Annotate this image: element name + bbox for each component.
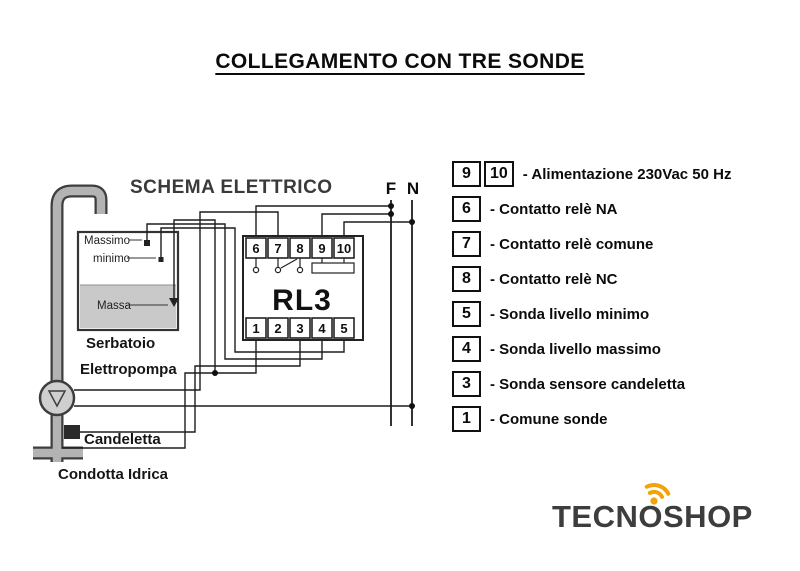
legend-row-sonda-candeletta: 3 - Sonda sensore candeletta	[452, 371, 732, 397]
pump-label: Elettropompa	[80, 361, 177, 378]
terminal-9: 9	[318, 241, 325, 256]
legend-row-alimentazione: 9 10 - Alimentazione 230Vac 50 Hz	[452, 161, 732, 187]
legend-box-10: 10	[484, 161, 514, 187]
wires	[62, 203, 415, 449]
terminal-8: 8	[296, 241, 303, 256]
legend-label-sonda-massimo: - Sonda livello massimo	[490, 340, 661, 358]
legend-label-comune-sonde: - Comune sonde	[490, 410, 608, 428]
legend-label-sonda-candeletta: - Sonda sensore candeletta	[490, 375, 686, 393]
relay-name: RL3	[272, 284, 332, 317]
terminal-4: 4	[318, 321, 326, 336]
candle-sensor	[64, 425, 80, 439]
legend-box-1: 1	[452, 406, 481, 432]
legend-row-contatto-na: 6 - Contatto relè NA	[452, 196, 732, 222]
terminal-3: 3	[296, 321, 303, 336]
legend-box-6: 6	[452, 196, 481, 222]
tank-mass-label: Massa	[97, 300, 131, 312]
terminal-legend: 9 10 - Alimentazione 230Vac 50 Hz 6 - Co…	[452, 161, 732, 441]
legend-row-sonda-massimo: 4 - Sonda livello massimo	[452, 336, 732, 362]
terminal-7: 7	[274, 241, 281, 256]
legend-box-3: 3	[452, 371, 481, 397]
signal-icon	[644, 483, 671, 505]
legend-box-9: 9	[452, 161, 481, 187]
phase-label: F	[386, 179, 396, 198]
tank: Massimo minimo Massa	[76, 230, 180, 332]
tecnoshop-logo: TECNOSHOP	[552, 483, 792, 535]
pipe-label: Condotta Idrica	[58, 466, 169, 483]
terminal-2: 2	[274, 321, 281, 336]
legend-row-contatto-nc: 8 - Contatto relè NC	[452, 266, 732, 292]
wire-mass-probe	[173, 219, 216, 373]
max-probe-tip	[144, 240, 150, 246]
legend-label-alimentazione: - Alimentazione 230Vac 50 Hz	[522, 165, 732, 183]
water-pipe	[33, 184, 108, 462]
wire-terminal5-min-probe	[160, 227, 345, 353]
wire-terminal10-neutral	[343, 221, 412, 238]
wire-terminal7-pump	[74, 211, 279, 391]
logo-text: TECNOSHOP	[552, 499, 753, 534]
legend-label-contatto-comune: - Contatto relè comune	[490, 235, 654, 253]
tank-max-label: Massimo	[84, 235, 130, 247]
legend-label-sonda-minimo: - Sonda livello minimo	[490, 305, 650, 323]
legend-label-contatto-na: - Contatto relè NA	[490, 200, 618, 218]
wire-terminal1-common	[62, 340, 257, 449]
wire-terminal3-candle	[80, 340, 301, 433]
legend-row-sonda-minimo: 5 - Sonda livello minimo	[452, 301, 732, 327]
wire-terminal9-phase	[321, 213, 391, 238]
terminal-5: 5	[340, 321, 347, 336]
neutral-label: N	[407, 179, 419, 198]
legend-box-8: 8	[452, 266, 481, 292]
relay-rl3: 6 7 8 9 10 RL3 1 2 3 4 5	[242, 235, 364, 341]
terminal-10: 10	[337, 241, 351, 256]
relay-coil	[311, 262, 355, 274]
wire-terminal4-max-probe	[146, 223, 323, 360]
legend-box-5: 5	[452, 301, 481, 327]
legend-row-contatto-comune: 7 - Contatto relè comune	[452, 231, 732, 257]
legend-label-contatto-nc: - Contatto relè NC	[490, 270, 618, 288]
page-title: COLLEGAMENTO CON TRE SONDE	[0, 50, 800, 74]
legend-box-4: 4	[452, 336, 481, 362]
terminal-1: 1	[252, 321, 259, 336]
mass-probe-tip	[169, 298, 179, 307]
page-title-text: COLLEGAMENTO CON TRE SONDE	[215, 50, 585, 73]
min-probe-tip	[158, 257, 164, 262]
tank-name-label: Serbatoio	[86, 335, 155, 352]
wire-terminal6-phase	[255, 205, 391, 238]
schema-title: SCHEMA ELETTRICO	[130, 177, 333, 198]
legend-box-7: 7	[452, 231, 481, 257]
pump	[38, 379, 76, 417]
tank-min-label: minimo	[93, 253, 130, 265]
relay-contact-arm	[280, 258, 298, 269]
candle-label: Candeletta	[84, 431, 161, 448]
legend-row-comune-sonde: 1 - Comune sonde	[452, 406, 732, 432]
terminal-6: 6	[252, 241, 259, 256]
